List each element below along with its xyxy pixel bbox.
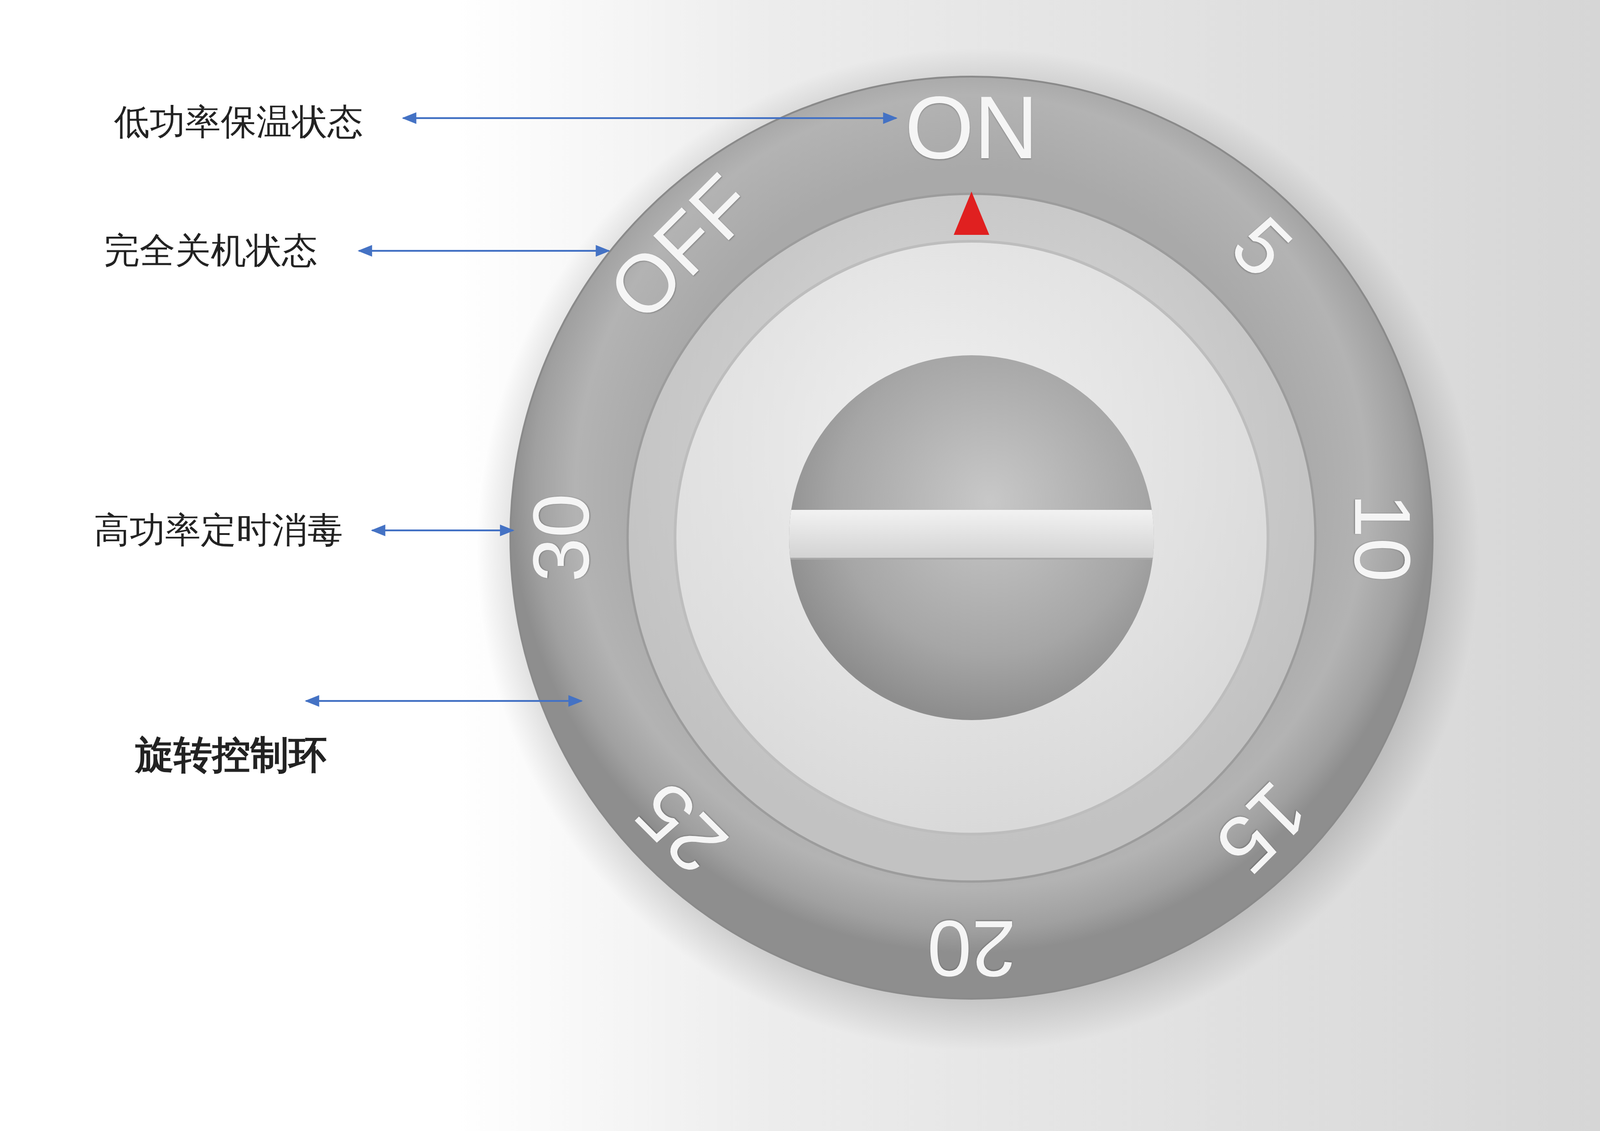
dial-number: 30 xyxy=(517,493,606,583)
dial-mark: ON xyxy=(904,78,1039,177)
leader-arrows xyxy=(306,118,897,702)
dial-number: 20 xyxy=(927,904,1017,993)
state-label: 低功率保温状态 xyxy=(114,102,364,142)
state-label: 完全关机状态 xyxy=(103,231,318,271)
pointer-triangle xyxy=(953,191,990,235)
part-name: 旋转控制环 xyxy=(135,733,328,776)
state-label: 高功率定时消毒 xyxy=(93,510,343,551)
dial-number: 10 xyxy=(1338,493,1427,583)
